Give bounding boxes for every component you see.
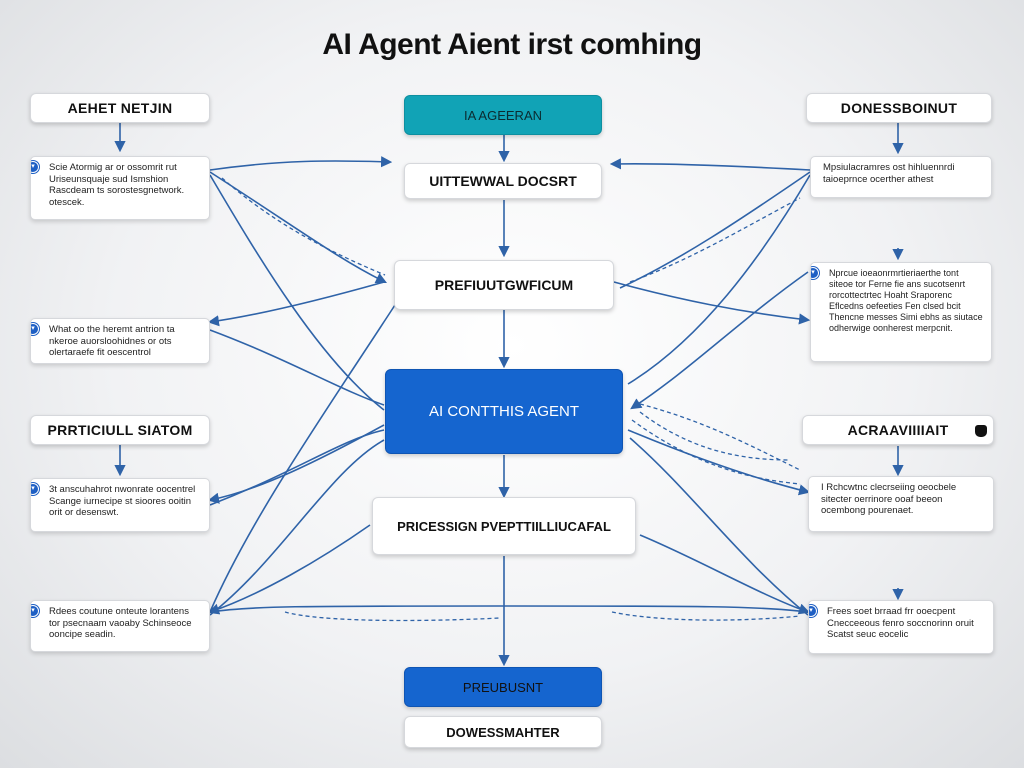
agent-icon — [975, 425, 987, 437]
left-note-4-text: Rdees coutune onteute lorantens tor psec… — [49, 606, 192, 640]
left-header-mid-label: PRRTICIULL SIATOM — [47, 422, 193, 438]
info-dot-icon: ▾ — [31, 161, 39, 173]
center-top-box: IA AGEERAN — [404, 95, 602, 135]
info-dot-icon: ▾ — [809, 605, 817, 617]
center-box-2: PREFIUUTGWFICUM — [394, 260, 614, 310]
left-note-3-text: 3t anscuhahrot nwonrate oocentrel Scange… — [49, 484, 196, 518]
right-note-1-text: Mpsiulacramres ost hihluennrdi taioeprnc… — [823, 162, 955, 185]
right-note-4-text: Frees soet brraad frr ooecpent Cnecceeou… — [827, 606, 974, 640]
left-note-1-text: Scie Atormig ar or ossomrit rut Uriseuns… — [49, 162, 185, 208]
right-note-3-text: I Rchcwtnc clecrseiing oeocbele sitecter… — [821, 482, 957, 516]
left-note-2: ▾ What oo the heremt antrion ta nkeroe a… — [30, 318, 210, 364]
center-bottom-label: DOWESSMAHTER — [446, 724, 560, 740]
center-box-1-label: UITTEWWAL DOCSRT — [429, 173, 577, 189]
info-dot-icon: ▾ — [31, 605, 39, 617]
center-box-2-label: PREFIUUTGWFICUM — [434, 277, 574, 293]
right-note-1: Mpsiulacramres ost hihluennrdi taioeprnc… — [810, 156, 992, 198]
center-box-1: UITTEWWAL DOCSRT — [404, 163, 602, 199]
left-note-4: ▾ Rdees coutune onteute lorantens tor ps… — [30, 600, 210, 652]
center-bottom-box: DOWESSMAHTER — [404, 716, 602, 748]
left-header-mid: PRRTICIULL SIATOM — [30, 415, 210, 445]
left-header-top-label: AEHET NETJIN — [67, 100, 173, 116]
left-header-top: AEHET NETJIN — [30, 93, 210, 123]
center-box-4: PREUBUSNT — [404, 667, 602, 707]
right-note-4: ▾ Frees soet brraad frr ooecpent Cneccee… — [808, 600, 994, 654]
diagram-title: AI Agent Aient irst comhing — [322, 28, 702, 61]
left-note-1: ▾ Scie Atormig ar or ossomrit rut Uriseu… — [30, 156, 210, 220]
center-box-3-label: PRICESSIGN PVEPTTIILLIUCAFAL — [397, 518, 611, 534]
right-header-top-label: DONESSBOINUT — [840, 100, 958, 116]
right-note-2-text: Nprcue ioeaonrmrtieriaerthe tont siteoe … — [829, 268, 983, 333]
right-note-3: I Rchcwtnc clecrseiing oeocbele sitecter… — [808, 476, 994, 532]
right-header-mid: ACRAAVIIIIAIT — [802, 415, 994, 445]
right-note-2: ▾ Nprcue ioeaonrmrtieriaerthe tont siteo… — [810, 262, 992, 362]
info-dot-icon: ▾ — [31, 483, 39, 495]
center-top-label: IA AGEERAN — [463, 107, 543, 123]
left-note-2-text: What oo the heremt antrion ta nkeroe auo… — [49, 324, 175, 358]
center-box-3: PRICESSIGN PVEPTTIILLIUCAFAL — [372, 497, 636, 555]
right-header-top: DONESSBOINUT — [806, 93, 992, 123]
main-agent-box: AI CONTTHIS AGENT — [385, 369, 623, 454]
center-box-4-label: PREUBUSNT — [462, 679, 544, 695]
info-dot-icon: ▾ — [31, 323, 39, 335]
info-dot-icon: ▾ — [811, 267, 819, 279]
right-header-mid-label: ACRAAVIIIIAIT — [847, 422, 949, 438]
main-agent-label: AI CONTTHIS AGENT — [428, 403, 579, 420]
left-note-3: ▾ 3t anscuhahrot nwonrate oocentrel Scan… — [30, 478, 210, 532]
